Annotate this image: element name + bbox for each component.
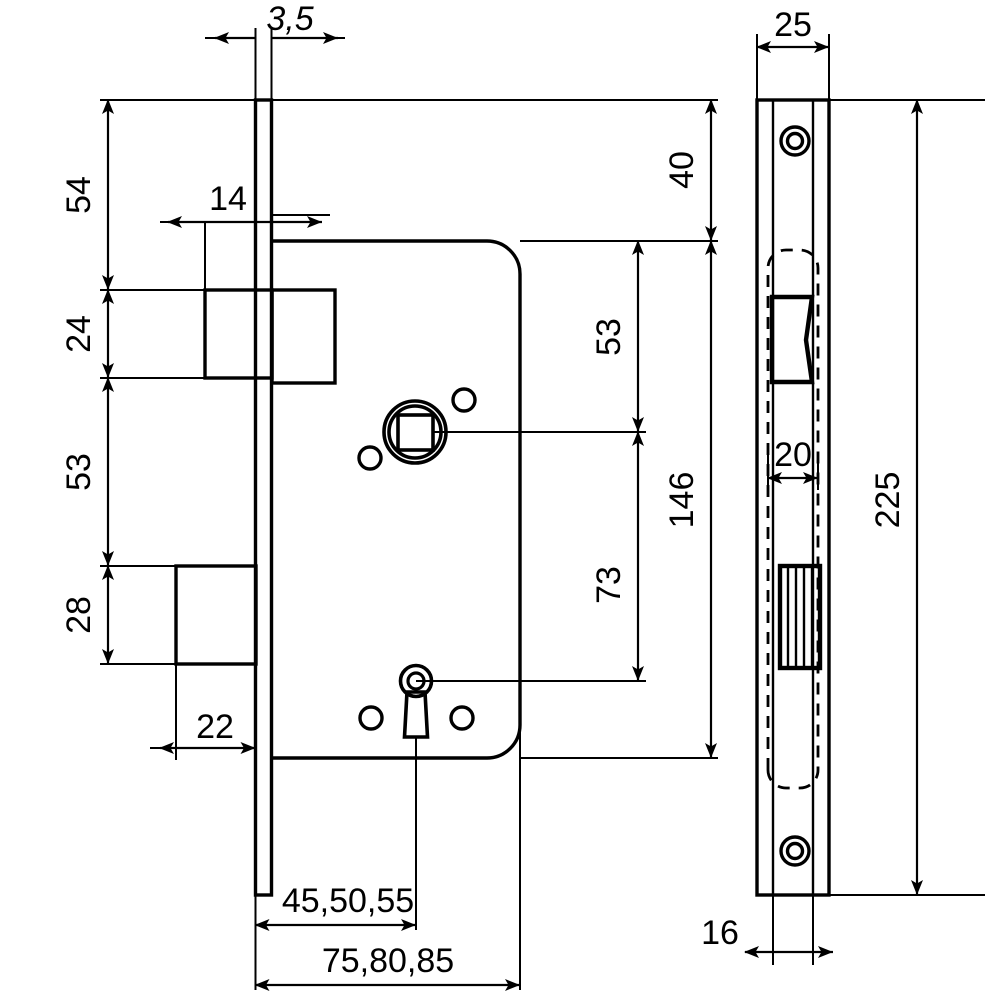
dim-backset-keyhole: 45,50,55: [282, 882, 414, 920]
front-view: [100, 28, 718, 991]
dim-latch-projection: 14: [209, 180, 247, 218]
dim-body-height: 146: [663, 472, 701, 529]
dim-body-thickness: 16: [701, 914, 739, 952]
dim-faceplate-height: 225: [869, 472, 907, 529]
dim-deadbolt-height: 28: [60, 596, 98, 634]
side-view: [744, 34, 985, 965]
dim-total-depth: 75,80,85: [322, 942, 454, 980]
fixing-hole: [358, 705, 475, 731]
dim-top-to-latch: 54: [60, 176, 98, 214]
hidden-case-outline: [766, 248, 820, 790]
body-thickness-lines: [771, 100, 815, 895]
dim-deadbolt-projection: 22: [196, 708, 234, 746]
dim-faceplate-thickness: 3,5: [266, 0, 313, 38]
faceplate-screw-hole: [779, 835, 811, 867]
dim-latch-width-side: 20: [774, 436, 812, 474]
dim-spindle-to-keyhole: 73: [590, 566, 628, 604]
dimension-lines-side: [744, 41, 923, 958]
extension-lines-side: [756, 34, 985, 965]
dead-bolt-side: [777, 563, 823, 671]
dimension-labels: 3,5 14 54 24 53 28 22 40 53 73 146 45,50…: [60, 0, 907, 980]
fixing-hole: [357, 387, 477, 471]
dim-latch-to-deadbolt: 53: [60, 453, 98, 491]
dim-top-to-body: 40: [663, 151, 701, 189]
faceplate-screw-hole: [779, 125, 811, 157]
dim-latch-height: 24: [60, 315, 98, 353]
dim-faceplate-width: 25: [774, 6, 812, 44]
dim-body-to-spindle: 53: [590, 318, 628, 356]
faceplate-outline: [755, 98, 831, 897]
dimension-lines: [102, 32, 717, 991]
lock-body-outline: [272, 239, 522, 760]
latch-bolt-side: [769, 294, 815, 385]
